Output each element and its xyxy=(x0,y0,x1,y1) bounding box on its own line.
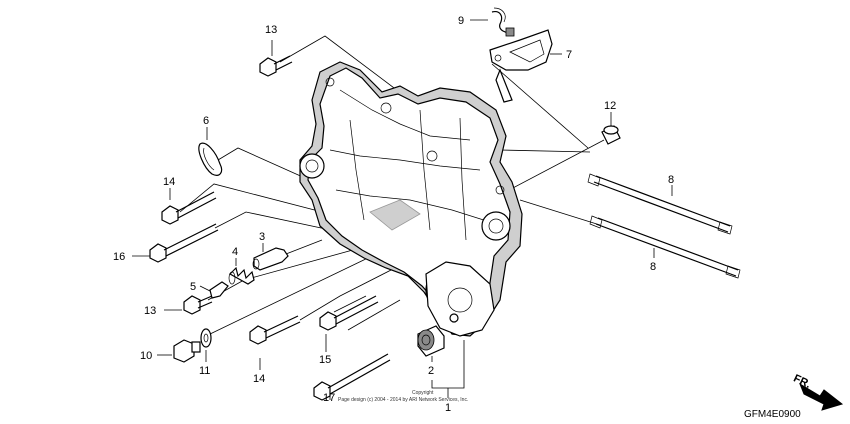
callout-9: 9 xyxy=(458,15,464,27)
part-8-stud-lower xyxy=(589,215,741,279)
callout-6: 6 xyxy=(203,115,209,127)
part-10-drain-bolt xyxy=(173,339,201,363)
callout-10: 10 xyxy=(140,350,152,362)
part-17-bolt xyxy=(313,353,391,401)
part-14-bolt-lower xyxy=(249,315,301,345)
callout-14-upper: 14 xyxy=(163,176,175,188)
callout-3: 3 xyxy=(259,231,265,243)
leader-lines xyxy=(132,19,673,400)
callout-labels: 13 9 7 12 6 8 14 3 4 16 8 5 13 10 15 11 … xyxy=(113,15,674,414)
part-15-bolt xyxy=(319,295,379,331)
callout-13-lower: 13 xyxy=(144,305,156,317)
part-6-o-ring xyxy=(198,142,223,176)
callout-13-top: 13 xyxy=(265,24,277,36)
callout-12: 12 xyxy=(604,100,616,112)
callout-2: 2 xyxy=(428,365,434,377)
front-arrow-icon xyxy=(798,382,844,411)
callout-15: 15 xyxy=(319,354,331,366)
crankcase-half xyxy=(299,61,523,337)
part-9-clip xyxy=(491,7,515,37)
part-14-bolt-upper xyxy=(161,191,217,225)
copyright-line-2: Page design (c) 2004 - 2014 by ARI Netwo… xyxy=(338,397,468,403)
part-8-stud-upper xyxy=(587,173,733,235)
front-label: FR. xyxy=(791,372,812,390)
copyright-notice: Copyright Page design (c) 2004 - 2014 by… xyxy=(338,390,468,403)
part-7-bracket xyxy=(489,29,553,103)
callout-1: 1 xyxy=(445,402,451,414)
callout-5: 5 xyxy=(190,281,196,293)
diagram-code: GFM4E0900 xyxy=(744,409,801,420)
part-5-plate xyxy=(209,281,229,299)
part-13-bolt-lower xyxy=(183,295,213,315)
part-4-spring xyxy=(228,266,255,285)
front-direction-indicator: FR. xyxy=(791,372,844,411)
part-13-bolt-top xyxy=(259,55,293,77)
part-16-bolt xyxy=(149,223,219,263)
callout-7: 7 xyxy=(566,49,572,61)
callout-8-lower: 8 xyxy=(650,261,656,273)
callout-14-lower: 14 xyxy=(253,373,265,385)
callout-4: 4 xyxy=(232,246,238,258)
part-12-dowel-pin xyxy=(601,125,621,145)
callout-11: 11 xyxy=(199,365,210,377)
callout-16: 16 xyxy=(113,251,125,263)
part-2-bushing xyxy=(417,325,445,357)
callout-17: 17 xyxy=(323,392,335,404)
part-11-washer xyxy=(200,328,212,348)
part-3-plunger xyxy=(252,247,289,271)
copyright-line-1: Copyright xyxy=(412,390,434,396)
callout-8-upper: 8 xyxy=(668,174,674,186)
